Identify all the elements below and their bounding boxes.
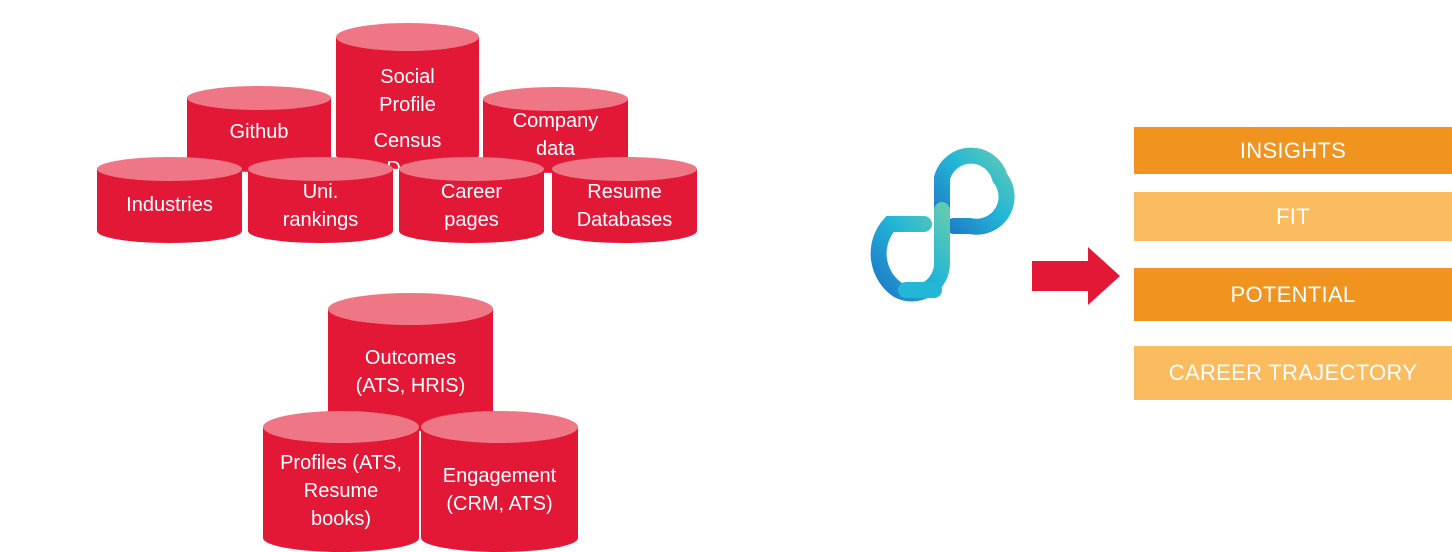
cylinder-label: Career pages [440, 181, 503, 231]
cylinder-label: Social Profile [379, 66, 436, 116]
cylinder-label: Company data [512, 110, 599, 160]
output-label: FIT [1276, 203, 1310, 229]
output-career-trajectory: CAREER TRAJECTORY [1134, 346, 1452, 400]
cylinder-social-profile: Social Profile Census Data [336, 23, 479, 180]
infinity-loop-logo-icon [870, 147, 1015, 302]
cylinder-label: Uni. rankings [282, 181, 359, 231]
cylinder-label: Github [229, 121, 289, 143]
output-label: INSIGHTS [1239, 137, 1347, 163]
cylinder-github: Github [187, 86, 331, 172]
cylinder-uni-rankings: Uni. rankings [248, 157, 393, 243]
output-potential: POTENTIAL [1134, 268, 1452, 321]
cylinder-resume-databases: Resume Databases [552, 157, 697, 243]
right-arrow-icon [1032, 247, 1120, 305]
output-fit: FIT [1134, 192, 1452, 241]
cylinder-career-pages: Career pages [399, 157, 544, 243]
output-label: POTENTIAL [1230, 281, 1356, 307]
cylinder-label: Industries [126, 194, 213, 216]
cylinder-engagement: Engagement (CRM, ATS) [421, 411, 578, 552]
cylinder-industries: Industries [97, 157, 242, 243]
cylinder-label: Outcomes (ATS, HRIS) [355, 347, 466, 397]
output-label: CAREER TRAJECTORY [1168, 360, 1418, 385]
cylinder-label: Resume Databases [576, 181, 673, 231]
cylinder-profiles: Profiles (ATS, Resume books) [263, 411, 419, 552]
output-insights: INSIGHTS [1134, 127, 1452, 174]
cylinder-label: Profiles (ATS, Resume books) [280, 452, 402, 530]
cylinder-label: Engagement (CRM, ATS) [442, 465, 557, 515]
